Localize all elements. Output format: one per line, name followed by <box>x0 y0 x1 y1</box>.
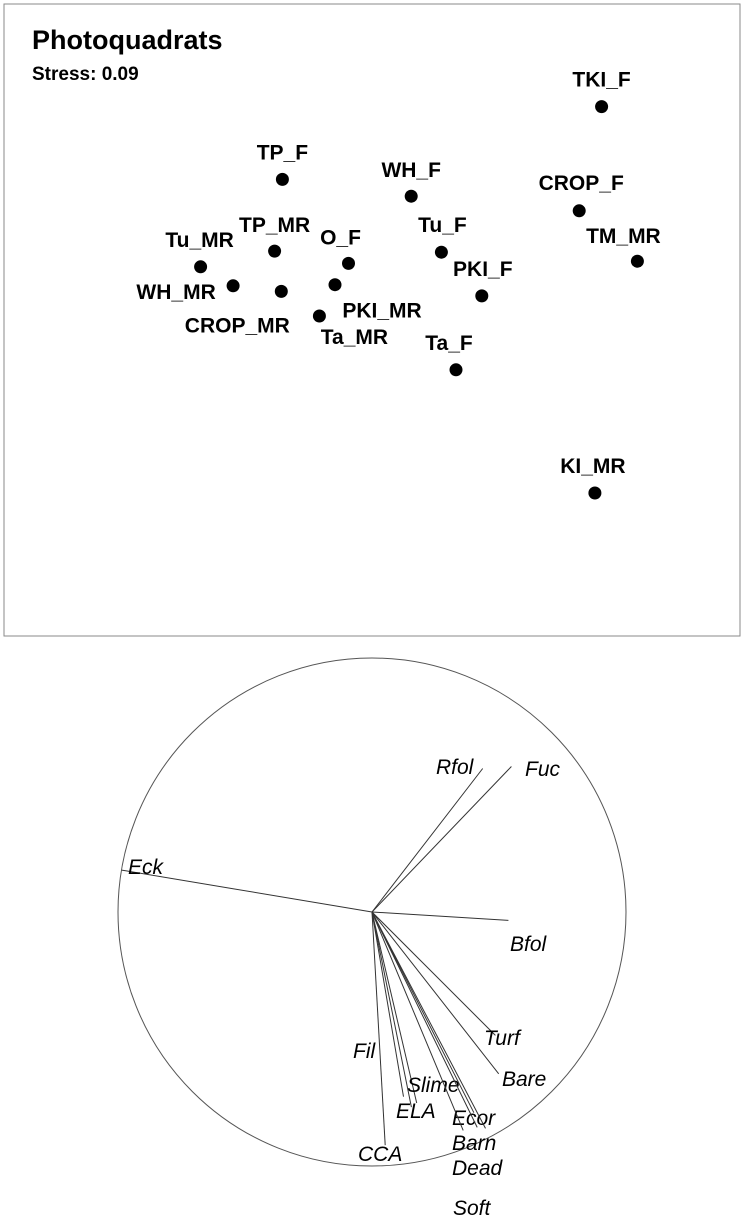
stress-value: Stress: 0.09 <box>32 64 139 85</box>
point-ki-mr <box>588 486 602 500</box>
point-tu-f <box>434 245 448 259</box>
vector-label-bfol: Bfol <box>510 933 548 956</box>
point-crop-mr <box>274 284 288 298</box>
point-label-tu-mr: Tu_MR <box>165 229 233 252</box>
point-o-f <box>342 256 355 270</box>
vector-soft <box>371 911 478 1128</box>
point-label-pki-mr: PKI_MR <box>342 300 421 323</box>
point-label-crop-mr: CROP_MR <box>185 314 290 337</box>
point-tki-f <box>595 100 609 114</box>
point-tm-mr <box>630 254 644 268</box>
point-label-wh-f: WH_F <box>381 159 441 182</box>
point-label-tu-f: Tu_F <box>418 214 467 237</box>
vector-turf <box>371 911 496 1036</box>
point-ta-f <box>449 363 463 377</box>
vector-ela <box>371 911 412 1108</box>
vector-label-eck: Eck <box>128 856 165 879</box>
vector-label-ela: ELA <box>396 1100 436 1123</box>
vector-label-barn: Barn <box>452 1132 496 1155</box>
vector-label-dead: Dead <box>452 1157 504 1180</box>
point-wh-f <box>404 189 418 203</box>
correlation-circle <box>117 657 627 1167</box>
vector-label-turf: Turf <box>484 1027 522 1050</box>
vector-slime <box>371 911 418 1104</box>
point-label-ta-f: Ta_F <box>425 332 473 355</box>
vector-fil <box>371 911 404 1097</box>
vector-fuc <box>371 766 512 913</box>
point-label-wh-mr: WH_MR <box>136 281 215 304</box>
vector-label-rfol: Rfol <box>436 756 475 779</box>
vector-bare <box>371 911 500 1075</box>
point-label-ta-mr: Ta_MR <box>321 326 388 349</box>
point-ta-mr <box>312 309 326 323</box>
vector-label-slime: Slime <box>407 1074 460 1097</box>
vector-label-ecor: Ecor <box>452 1107 496 1130</box>
point-label-pki-f: PKI_F <box>453 258 513 281</box>
point-tp-mr <box>268 244 282 258</box>
point-label-ki-mr: KI_MR <box>560 455 625 478</box>
point-pki-f <box>475 289 489 303</box>
vector-dead <box>371 911 486 1129</box>
point-tp-f <box>275 172 289 186</box>
vector-cca <box>371 911 386 1146</box>
vector-label-cca: CCA <box>358 1143 402 1166</box>
vector-barn <box>371 911 464 1131</box>
point-label-crop-f: CROP_F <box>539 172 624 195</box>
vector-label-fil: Fil <box>353 1040 376 1063</box>
point-label-tm-mr: TM_MR <box>586 225 661 248</box>
vector-rfol <box>371 768 484 913</box>
point-wh-mr <box>226 279 240 293</box>
chart-title: Photoquadrats <box>32 25 223 55</box>
vector-bfol <box>371 911 509 921</box>
vector-eck <box>121 869 373 913</box>
point-tu-mr <box>194 260 208 274</box>
mds-points: TKI_F TP_F WH_F CROP_F TP_MR O_F Tu_F TM_MR Tu_M… <box>136 69 661 500</box>
vector-label-soft: Soft <box>453 1197 492 1220</box>
point-label-o-f: O_F <box>320 226 361 249</box>
point-label-tp-f: TP_F <box>257 141 309 164</box>
point-crop-f <box>572 204 586 218</box>
vector-label-fuc: Fuc <box>525 758 561 781</box>
mds-plot-frame <box>3 3 741 637</box>
point-pki-mr <box>328 278 342 292</box>
vector-label-bare: Bare <box>502 1068 546 1091</box>
point-label-tp-mr: TP_MR <box>239 214 310 237</box>
point-label-tki-f: TKI_F <box>572 69 631 92</box>
